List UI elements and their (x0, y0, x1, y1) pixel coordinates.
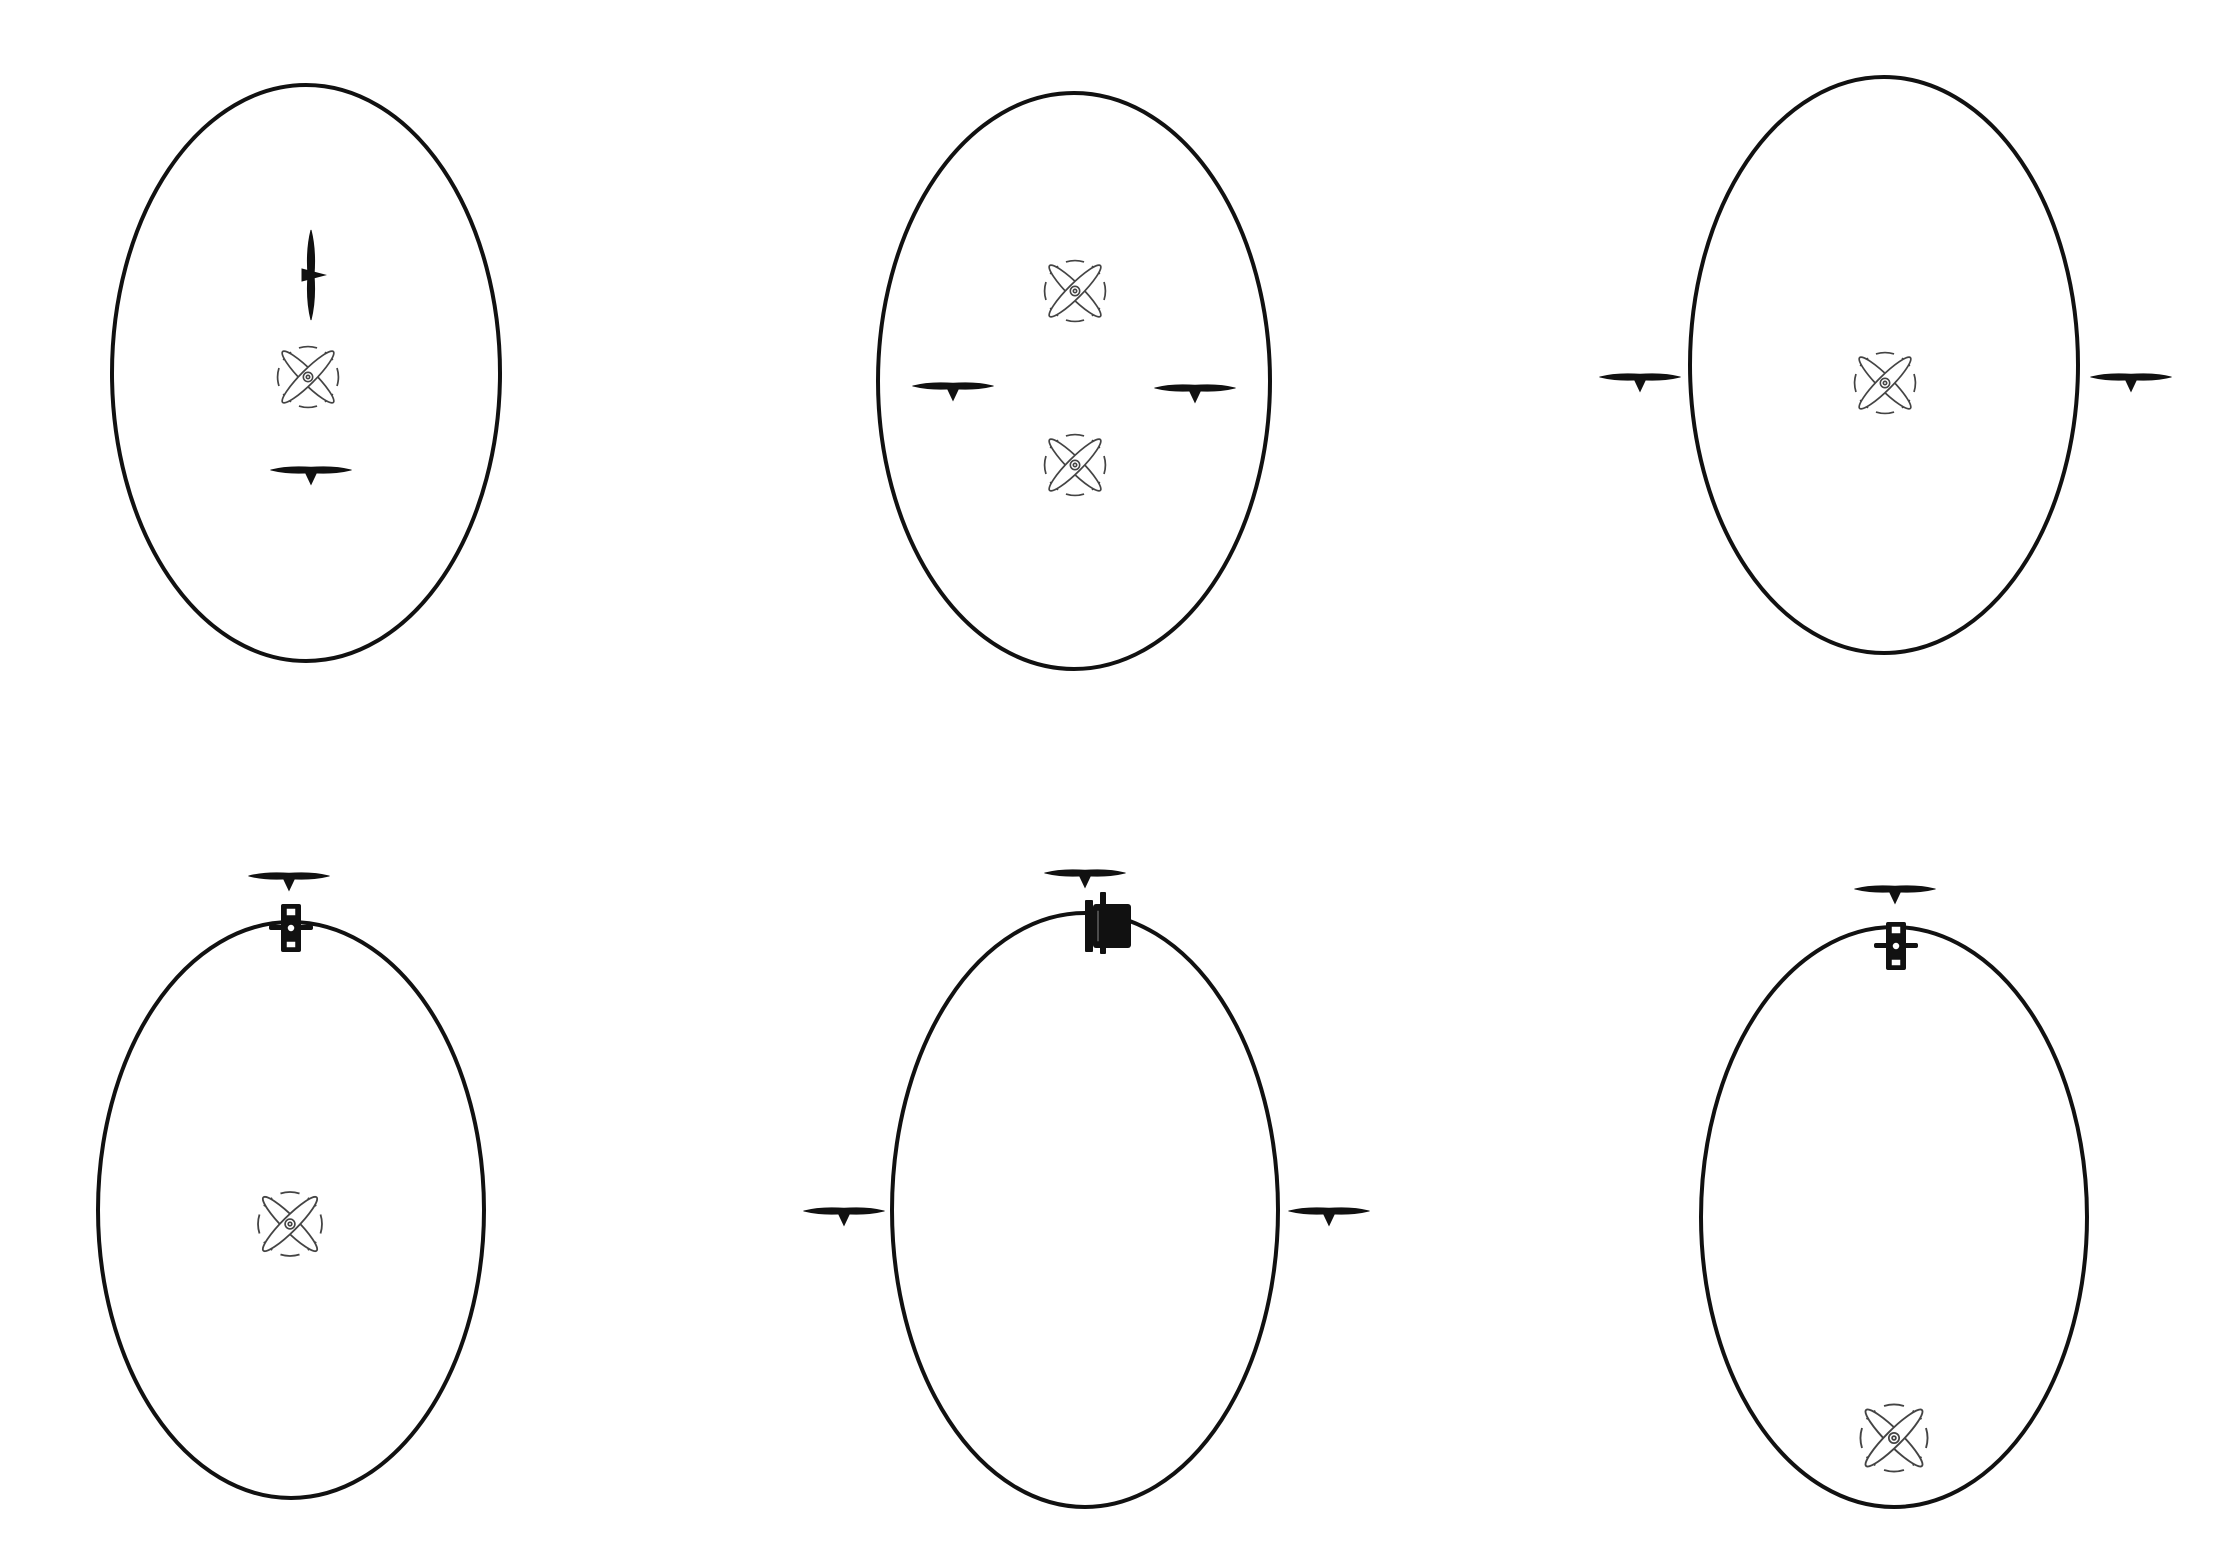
ducted-fan-icon (1043, 433, 1107, 497)
panel-5 (803, 869, 1370, 1509)
ducted-fan-icon (1859, 1403, 1929, 1473)
propeller-horizontal-icon (912, 382, 994, 401)
servo-motor-icon (1085, 892, 1131, 954)
panel-3 (1599, 75, 2172, 655)
panel-1 (110, 83, 502, 663)
propeller-horizontal-icon (2090, 373, 2172, 392)
propeller-horizontal-icon (1154, 384, 1236, 403)
propeller-horizontal-icon (803, 1207, 885, 1226)
body-outline (110, 83, 502, 663)
panel-2 (876, 91, 1272, 671)
ducted-fan-icon (257, 1191, 323, 1257)
propeller-horizontal-icon (1599, 373, 1681, 392)
ducted-fan-icon (1043, 259, 1107, 323)
propeller-horizontal-icon (1288, 1207, 1370, 1226)
servo-motor-icon (268, 903, 314, 953)
propeller-horizontal-icon (1044, 869, 1126, 888)
body-outline (1699, 925, 2089, 1509)
body-outline (96, 920, 486, 1500)
panel-4 (96, 872, 486, 1500)
propeller-vertical-icon (301, 229, 326, 321)
ducted-fan-icon (1853, 351, 1917, 415)
propeller-horizontal-icon (1854, 885, 1936, 904)
body-outline (1688, 75, 2080, 655)
propeller-horizontal-icon (248, 872, 330, 891)
propeller-horizontal-icon (270, 466, 352, 485)
panel-6 (1699, 885, 2089, 1509)
body-outline (876, 91, 1272, 671)
ducted-fan-icon (276, 345, 340, 409)
body-outline (890, 911, 1280, 1509)
